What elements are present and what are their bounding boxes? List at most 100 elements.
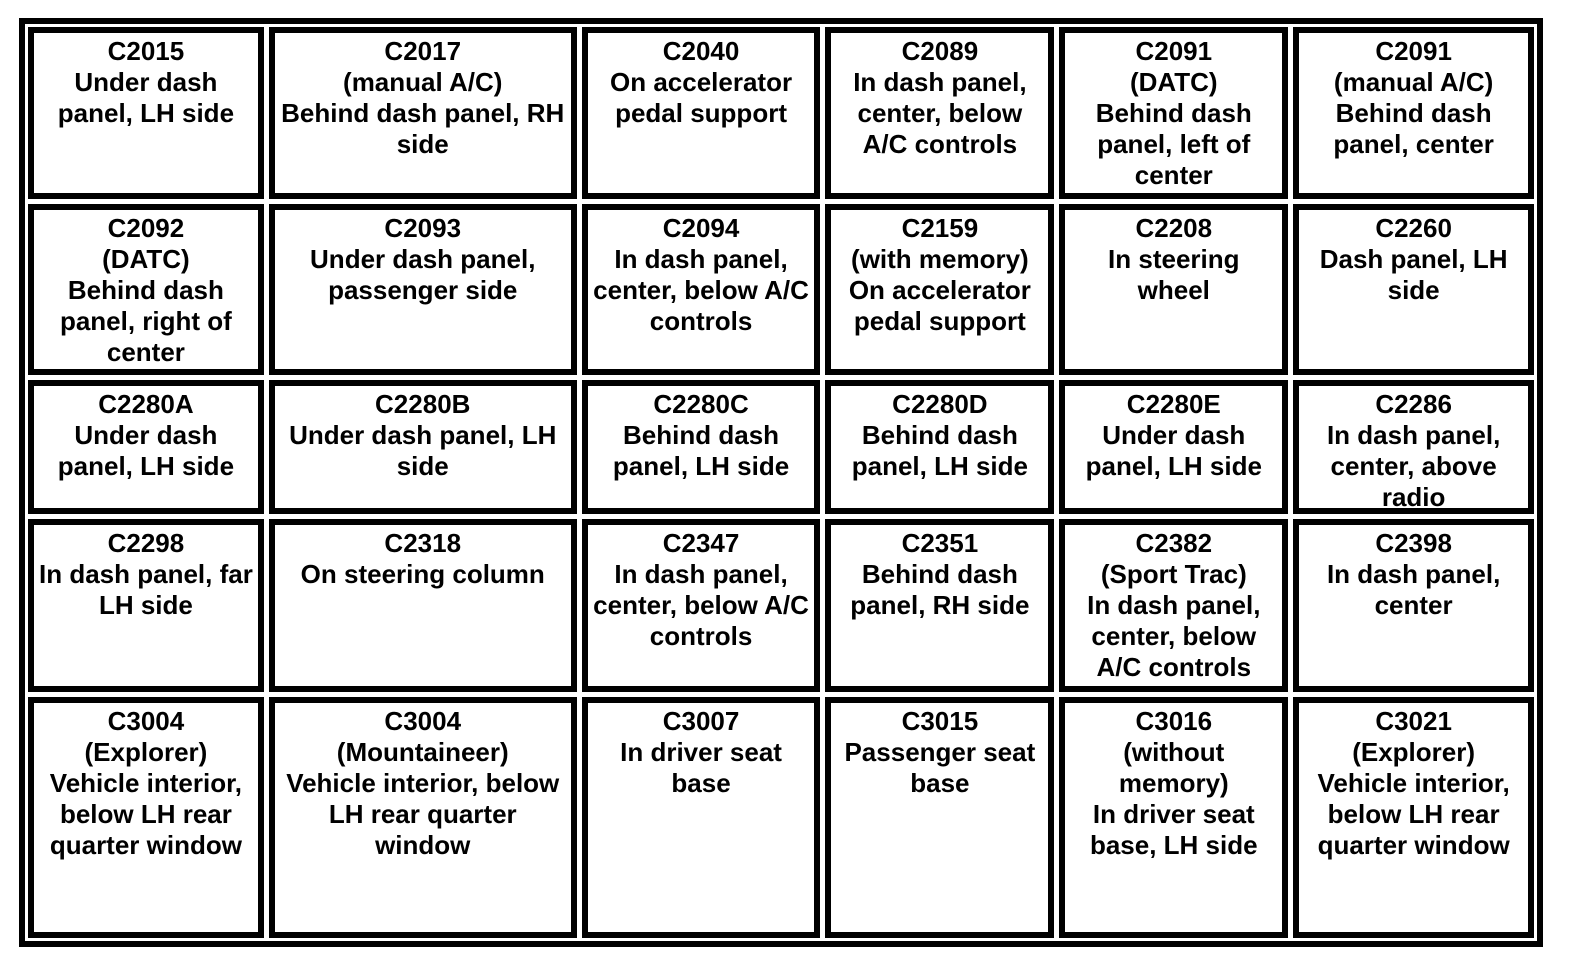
connector-qualifier: (Explorer): [1352, 736, 1476, 767]
connector-code: C2091: [1135, 36, 1213, 66]
connector-code: C2091: [1375, 36, 1452, 66]
connector-cell: C2091 (manual A/C) Behind dash panel, ce…: [1293, 27, 1534, 199]
connector-cell: C2159 (with memory) On accelerator pedal…: [825, 203, 1055, 376]
connector-qualifier: (manual A/C): [343, 67, 503, 97]
connector-location: In steering wheel: [1108, 243, 1240, 305]
connector-location: Passenger seat base: [844, 736, 1036, 798]
connector-cell: C2382 (Sport Trac) In dash panel, center…: [1059, 518, 1289, 692]
connector-code: C2298: [107, 527, 185, 558]
connector-qualifier: (DATC): [1129, 67, 1218, 97]
connector-code: C2208: [1135, 212, 1213, 243]
connector-cell: C2351 Behind dash panel, RH side: [825, 518, 1055, 692]
connector-code: C2286: [1375, 389, 1452, 420]
connector-cell: C3016 (without memory) In driver seat ba…: [1059, 696, 1289, 938]
connector-location: Behind dash panel, left of center: [1095, 98, 1252, 190]
connector-cell: C2092 (DATC) Behind dash panel, right of…: [28, 203, 264, 376]
connector-code: C2280A: [98, 389, 194, 420]
connector-cell: C2091 (DATC) Behind dash panel, left of …: [1059, 27, 1289, 199]
connector-location: On accelerator pedal support: [848, 274, 1031, 336]
connector-cell: C2280A Under dash panel, LH side: [28, 380, 264, 514]
connector-code: C2017: [384, 36, 462, 66]
connector-cell: C3007 In driver seat base: [581, 696, 821, 938]
connector-location: Behind dash panel, LH side: [851, 420, 1028, 482]
connector-cell: C2398 In dash panel, center: [1293, 518, 1534, 692]
connector-cell: C2347 In dash panel, center, below A/C c…: [581, 518, 821, 692]
connector-cell: C2093 Under dash panel, passenger side: [268, 203, 577, 376]
connector-code: C2040: [662, 36, 740, 66]
connector-location: Behind dash panel, right of center: [59, 274, 232, 367]
connector-location: In dash panel, center, below A/C control…: [1087, 589, 1261, 682]
connector-location: In dash panel, far LH side: [38, 558, 253, 620]
connector-cell: C2208 In steering wheel: [1059, 203, 1289, 376]
connector-location: Behind dash panel, RH side: [281, 98, 565, 159]
connector-location: In driver seat base: [620, 736, 782, 798]
connector-location: In dash panel, center: [1326, 558, 1501, 620]
connector-cell: C2017 (manual A/C) Behind dash panel, RH…: [268, 27, 577, 199]
connector-location: In dash panel, center, below A/C control…: [593, 558, 809, 651]
connector-code: C2280C: [653, 389, 749, 420]
connector-location: Vehicle interior, below LH rear quarter …: [1317, 767, 1510, 860]
connector-location: Behind dash panel, RH side: [850, 558, 1030, 620]
connector-location: In dash panel, center, below A/C control…: [853, 67, 1027, 159]
connector-code: C2159: [901, 212, 979, 243]
connector-cell: C2280E Under dash panel, LH side: [1059, 380, 1289, 514]
connector-location: Vehicle interior, below LH rear quarter …: [49, 767, 242, 860]
connector-code: C3016: [1135, 705, 1213, 736]
connector-location: In dash panel, center, above radio: [1326, 420, 1501, 513]
connector-code: C2093: [384, 212, 462, 243]
connector-location: Vehicle interior, below LH rear quarter …: [286, 767, 560, 860]
connector-code: C2318: [384, 527, 462, 558]
connector-location: In driver seat base, LH side: [1089, 798, 1258, 860]
connector-code: C3007: [662, 705, 740, 736]
connector-cell: C2280B Under dash panel, LH side: [268, 380, 577, 514]
connector-cell: C2089 In dash panel, center, below A/C c…: [825, 27, 1055, 199]
connector-code: C2382: [1135, 527, 1213, 558]
connector-cell: C2260 Dash panel, LH side: [1293, 203, 1534, 376]
connector-cell: C3021 (Explorer) Vehicle interior, below…: [1293, 696, 1534, 938]
connector-code: C2398: [1375, 527, 1452, 558]
connector-qualifier: (DATC): [102, 243, 190, 274]
connector-code: C3021: [1375, 705, 1452, 736]
connector-location: On accelerator pedal support: [609, 67, 793, 128]
connector-code: C2347: [662, 527, 740, 558]
connector-qualifier: (Explorer): [84, 736, 208, 767]
connector-cell: C2015 Under dash panel, LH side: [28, 27, 264, 199]
connector-qualifier: (Mountaineer): [336, 736, 509, 767]
connector-qualifier: (Sport Trac): [1100, 558, 1247, 589]
connector-cell: C2040 On accelerator pedal support: [581, 27, 821, 199]
connector-qualifier: (with memory): [851, 243, 1029, 274]
connector-location: Behind dash panel, center: [1333, 98, 1494, 159]
connector-cell: C2286 In dash panel, center, above radio: [1293, 380, 1534, 514]
connector-code: C3015: [901, 705, 979, 736]
connector-cell: C2280D Behind dash panel, LH side: [825, 380, 1055, 514]
connector-cell: C3015 Passenger seat base: [825, 696, 1055, 938]
connector-code: C3004: [107, 705, 185, 736]
connector-cell: C2094 In dash panel, center, below A/C c…: [581, 203, 821, 376]
connector-cell: C2298 In dash panel, far LH side: [28, 518, 264, 692]
connector-code: C2280D: [892, 389, 988, 420]
connector-code: C2092: [107, 212, 185, 243]
connector-code: C2015: [107, 36, 185, 66]
connector-code: C2351: [901, 527, 979, 558]
connector-qualifier: (manual A/C): [1333, 67, 1494, 97]
connector-code: C2094: [662, 212, 740, 243]
connector-location: On steering column: [300, 558, 545, 589]
connector-code: C2280E: [1126, 389, 1221, 420]
connector-location: Under dash panel, LH side: [289, 420, 557, 482]
connector-location: Under dash panel, passenger side: [310, 243, 536, 305]
connector-code: C2280B: [375, 389, 471, 420]
connector-qualifier: (without memory): [1118, 736, 1229, 798]
connector-code: C2260: [1375, 212, 1452, 243]
connector-location: In dash panel, center, below A/C control…: [593, 243, 809, 336]
connector-location-table: C2015 Under dash panel, LH side C2017 (m…: [19, 18, 1543, 947]
connector-location: Behind dash panel, LH side: [612, 420, 790, 482]
connector-location: Under dash panel, LH side: [57, 67, 235, 128]
connector-location: Under dash panel, LH side: [1085, 420, 1262, 482]
connector-cell: C2318 On steering column: [268, 518, 577, 692]
connector-cell: C3004 (Explorer) Vehicle interior, below…: [28, 696, 264, 938]
connector-code: C3004: [384, 705, 462, 736]
connector-cell: C3004 (Mountaineer) Vehicle interior, be…: [268, 696, 577, 938]
connector-code: C2089: [901, 36, 979, 66]
connector-location: Dash panel, LH side: [1319, 243, 1508, 305]
connector-location: Under dash panel, LH side: [57, 420, 235, 482]
